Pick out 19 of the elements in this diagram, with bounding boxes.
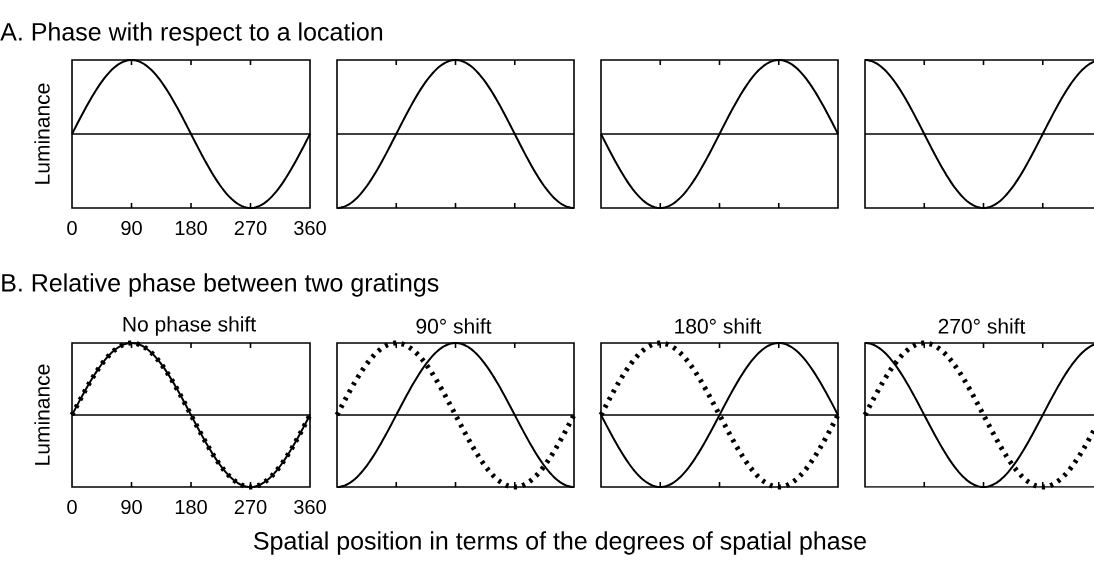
tick-label: 360 [294,220,326,236]
panel-title: 270° shift [938,318,1026,334]
tick-label: 90 [121,499,142,515]
panel-title: No phase shift [123,316,256,336]
tick-label: 270 [234,499,267,515]
tick-label: 180 [175,220,207,236]
axis-label: Spatial position in terms of the degrees of spatial phase [254,531,866,555]
panel-title: 90° shift [416,318,492,334]
panel-title: 180° shift [675,318,762,334]
tick-label: 90 [121,220,142,236]
section-heading: A. Phase with respect to a location [0,22,383,46]
tick-label: 0 [67,220,77,236]
tick-label: 0 [67,499,77,515]
tick-label: 180 [175,499,207,515]
axis-label: Luminance [34,83,50,184]
tick-label: 270 [234,220,267,236]
tick-label: 360 [294,499,326,515]
section-heading: B. Relative phase between two gratings [2,273,439,297]
axis-label: Luminance [34,364,50,465]
